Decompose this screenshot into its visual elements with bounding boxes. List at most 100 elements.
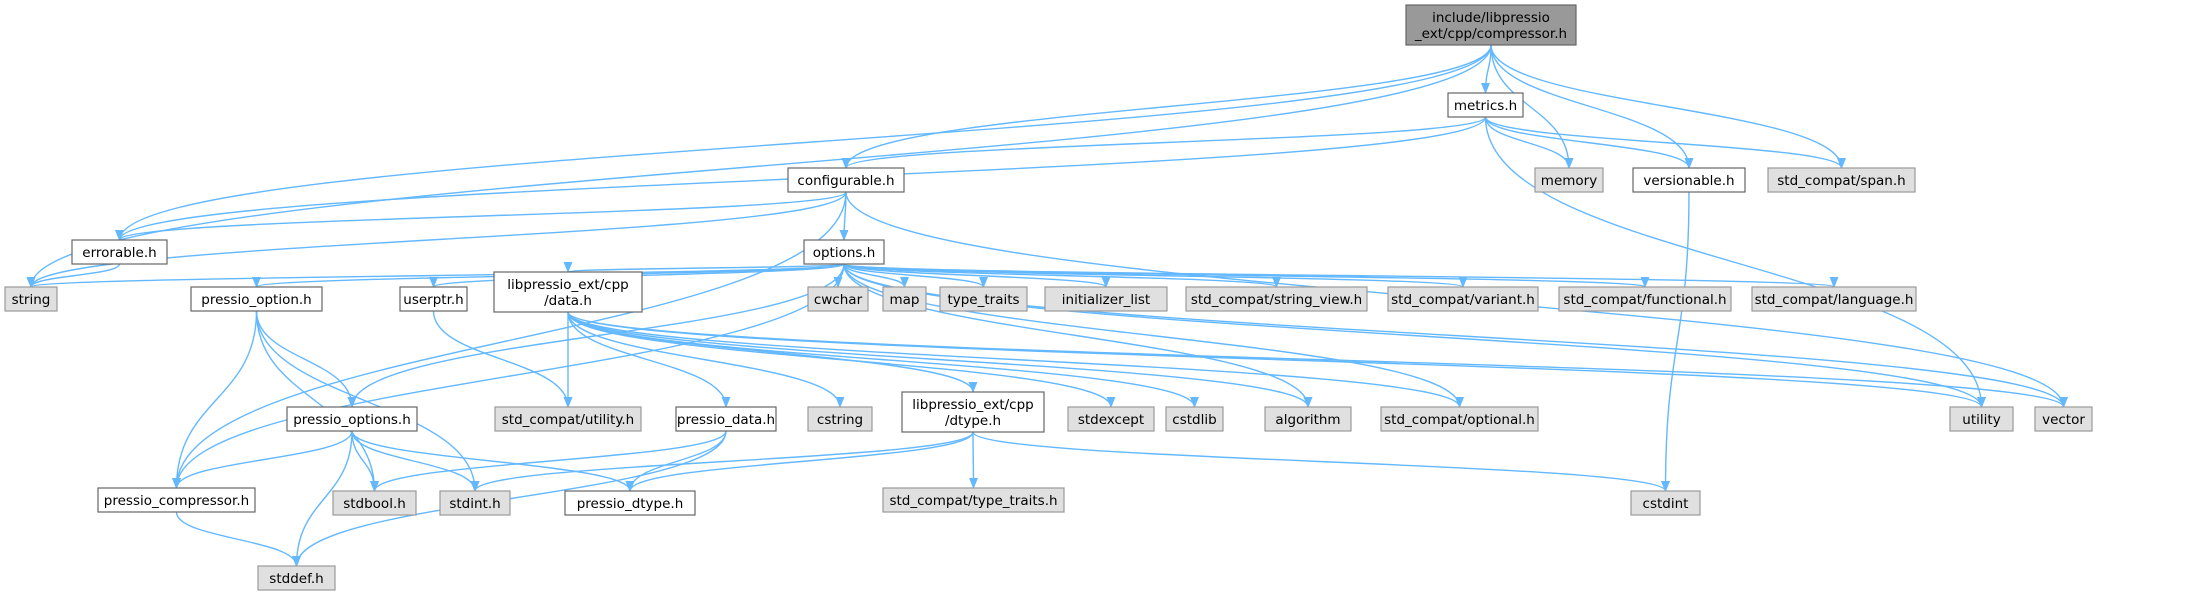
node-label: /data.h (544, 293, 592, 309)
edge-userptr-to-compat_utility (432, 310, 573, 409)
node-cwchar: cwchar (807, 286, 869, 312)
node-label: cstdint (1643, 496, 1689, 512)
node-label: std_compat/utility.h (502, 412, 634, 428)
node-box (1632, 167, 1746, 193)
node-box (1767, 167, 1916, 193)
edge-data-to-vector (567, 311, 2068, 409)
edge-data-to-algorithm (567, 311, 1313, 409)
node-versionable[interactable]: versionable.h (1632, 167, 1746, 193)
edge-options-to-initializer_list (843, 263, 1111, 289)
node-box (1405, 4, 1577, 46)
node-box (564, 490, 696, 516)
node-box (882, 286, 927, 312)
edge-options-to-type_traits (843, 263, 988, 289)
node-metrics[interactable]: metrics.h (1447, 92, 1524, 118)
node-label: std_compat/functional.h (1563, 292, 1726, 308)
edge-data-to-optional (567, 311, 1464, 409)
node-label: string (12, 292, 51, 308)
node-errorable[interactable]: errorable.h (71, 239, 168, 265)
edge-dtype_cpp-to-cstdint (972, 431, 1670, 493)
edge-compressor-to-memory (1490, 44, 1574, 170)
node-pressio-compressor[interactable]: pressio_compressor.h (97, 487, 256, 513)
node-pressio-data[interactable]: pressio_data.h (675, 406, 777, 432)
node-label: std_compat/type_traits.h (889, 493, 1057, 509)
edge-pressio_options-to-stddef (292, 430, 353, 568)
node-compressor[interactable]: include/libpressio_ext/cpp/compressor.h (1405, 4, 1577, 46)
node-box (1044, 286, 1168, 312)
edge-options-to-optional (843, 263, 1464, 409)
node-userptr[interactable]: userptr.h (399, 286, 468, 312)
node-initializer-list: initializer_list (1044, 286, 1168, 312)
node-type-traits: type_traits (939, 286, 1028, 312)
edge-pressio_data-to-stdbool (370, 430, 727, 493)
node-label: cstdlib (1172, 412, 1216, 428)
node-utility: utility (1949, 406, 2014, 432)
node-memory: memory (1534, 167, 1604, 193)
file-nodes: include/libpressio_ext/cpp/compressor.hm… (4, 4, 2093, 591)
node-compat-utility: std_compat/utility.h (494, 406, 642, 432)
edge-metrics-to-memory (1484, 116, 1574, 170)
node-label: libpressio_ext/cpp (912, 397, 1034, 413)
node-map: map (882, 286, 927, 312)
node-box (190, 286, 323, 312)
node-pressio-options[interactable]: pressio_options.h (286, 406, 418, 432)
node-label: errorable.h (82, 245, 156, 261)
node-functional: std_compat/functional.h (1558, 286, 1732, 312)
node-dtype-cpp[interactable]: libpressio_ext/cpp/dtype.h (901, 391, 1045, 433)
node-configurable[interactable]: configurable.h (787, 167, 905, 193)
edge-pressio_compressor-to-stddef (175, 511, 301, 568)
node-label: userptr.h (403, 292, 463, 308)
node-algorithm: algorithm (1264, 406, 1352, 432)
edge-data-to-cstdlib (567, 311, 1199, 409)
node-language: std_compat/language.h (1751, 286, 1917, 312)
node-label: std_compat/string_view.h (1191, 292, 1362, 308)
node-box (286, 406, 418, 432)
edge-dtype_cpp-to-compat_type_traits (969, 431, 978, 490)
node-box (807, 286, 869, 312)
node-box (787, 167, 905, 193)
edge-configurable-to-pressio_compressor (172, 191, 847, 490)
node-box (1067, 406, 1155, 432)
edge-pressio_data-to-stddef (292, 430, 727, 568)
node-box (439, 490, 511, 516)
node-box (493, 271, 643, 313)
edge-dtype_cpp-to-stdint (470, 431, 974, 493)
node-box (1630, 490, 1701, 516)
node-pressio-dtype[interactable]: pressio_dtype.h (564, 490, 696, 516)
node-variant: std_compat/variant.h (1387, 286, 1539, 312)
edge-versionable-to-cstdint (1661, 191, 1690, 493)
node-box (97, 487, 256, 513)
edge-options-to-string (27, 263, 845, 289)
node-box (882, 487, 1065, 513)
node-label: pressio_dtype.h (577, 496, 684, 512)
node-cstdint: cstdint (1630, 490, 1701, 516)
node-label: configurable.h (797, 173, 894, 189)
node-label: stdint.h (449, 496, 500, 512)
node-label: _ext/cpp/compressor.h (1414, 26, 1567, 42)
node-box (494, 406, 642, 432)
node-label: stddef.h (269, 571, 323, 587)
node-options[interactable]: options.h (803, 239, 885, 265)
edge-metrics-to-utility (1484, 116, 1986, 409)
edge-pressio_option-to-pressio_compressor (172, 310, 258, 490)
edge-pressio_options-to-pressio_compressor (172, 430, 353, 490)
node-pressio-option[interactable]: pressio_option.h (190, 286, 323, 312)
node-label: cstring (817, 412, 863, 428)
edge-data-to-dtype_cpp (567, 311, 978, 394)
node-label: initializer_list (1062, 292, 1150, 308)
node-label: std_compat/language.h (1755, 292, 1914, 308)
node-label: pressio_compressor.h (104, 493, 249, 509)
edge-metrics-to-versionable (1484, 116, 1694, 170)
node-cstdlib: cstdlib (1165, 406, 1224, 432)
node-data[interactable]: libpressio_ext/cpp/data.h (493, 271, 643, 313)
node-box (399, 286, 468, 312)
node-box (675, 406, 777, 432)
edge-data-to-stdexcept (567, 311, 1116, 409)
node-box (1751, 286, 1917, 312)
edge-metrics-to-span (1484, 116, 1846, 170)
node-compat-type-traits: std_compat/type_traits.h (882, 487, 1065, 513)
edge-configurable-to-string (26, 191, 847, 289)
node-label: pressio_options.h (293, 412, 411, 428)
node-box (1387, 286, 1539, 312)
